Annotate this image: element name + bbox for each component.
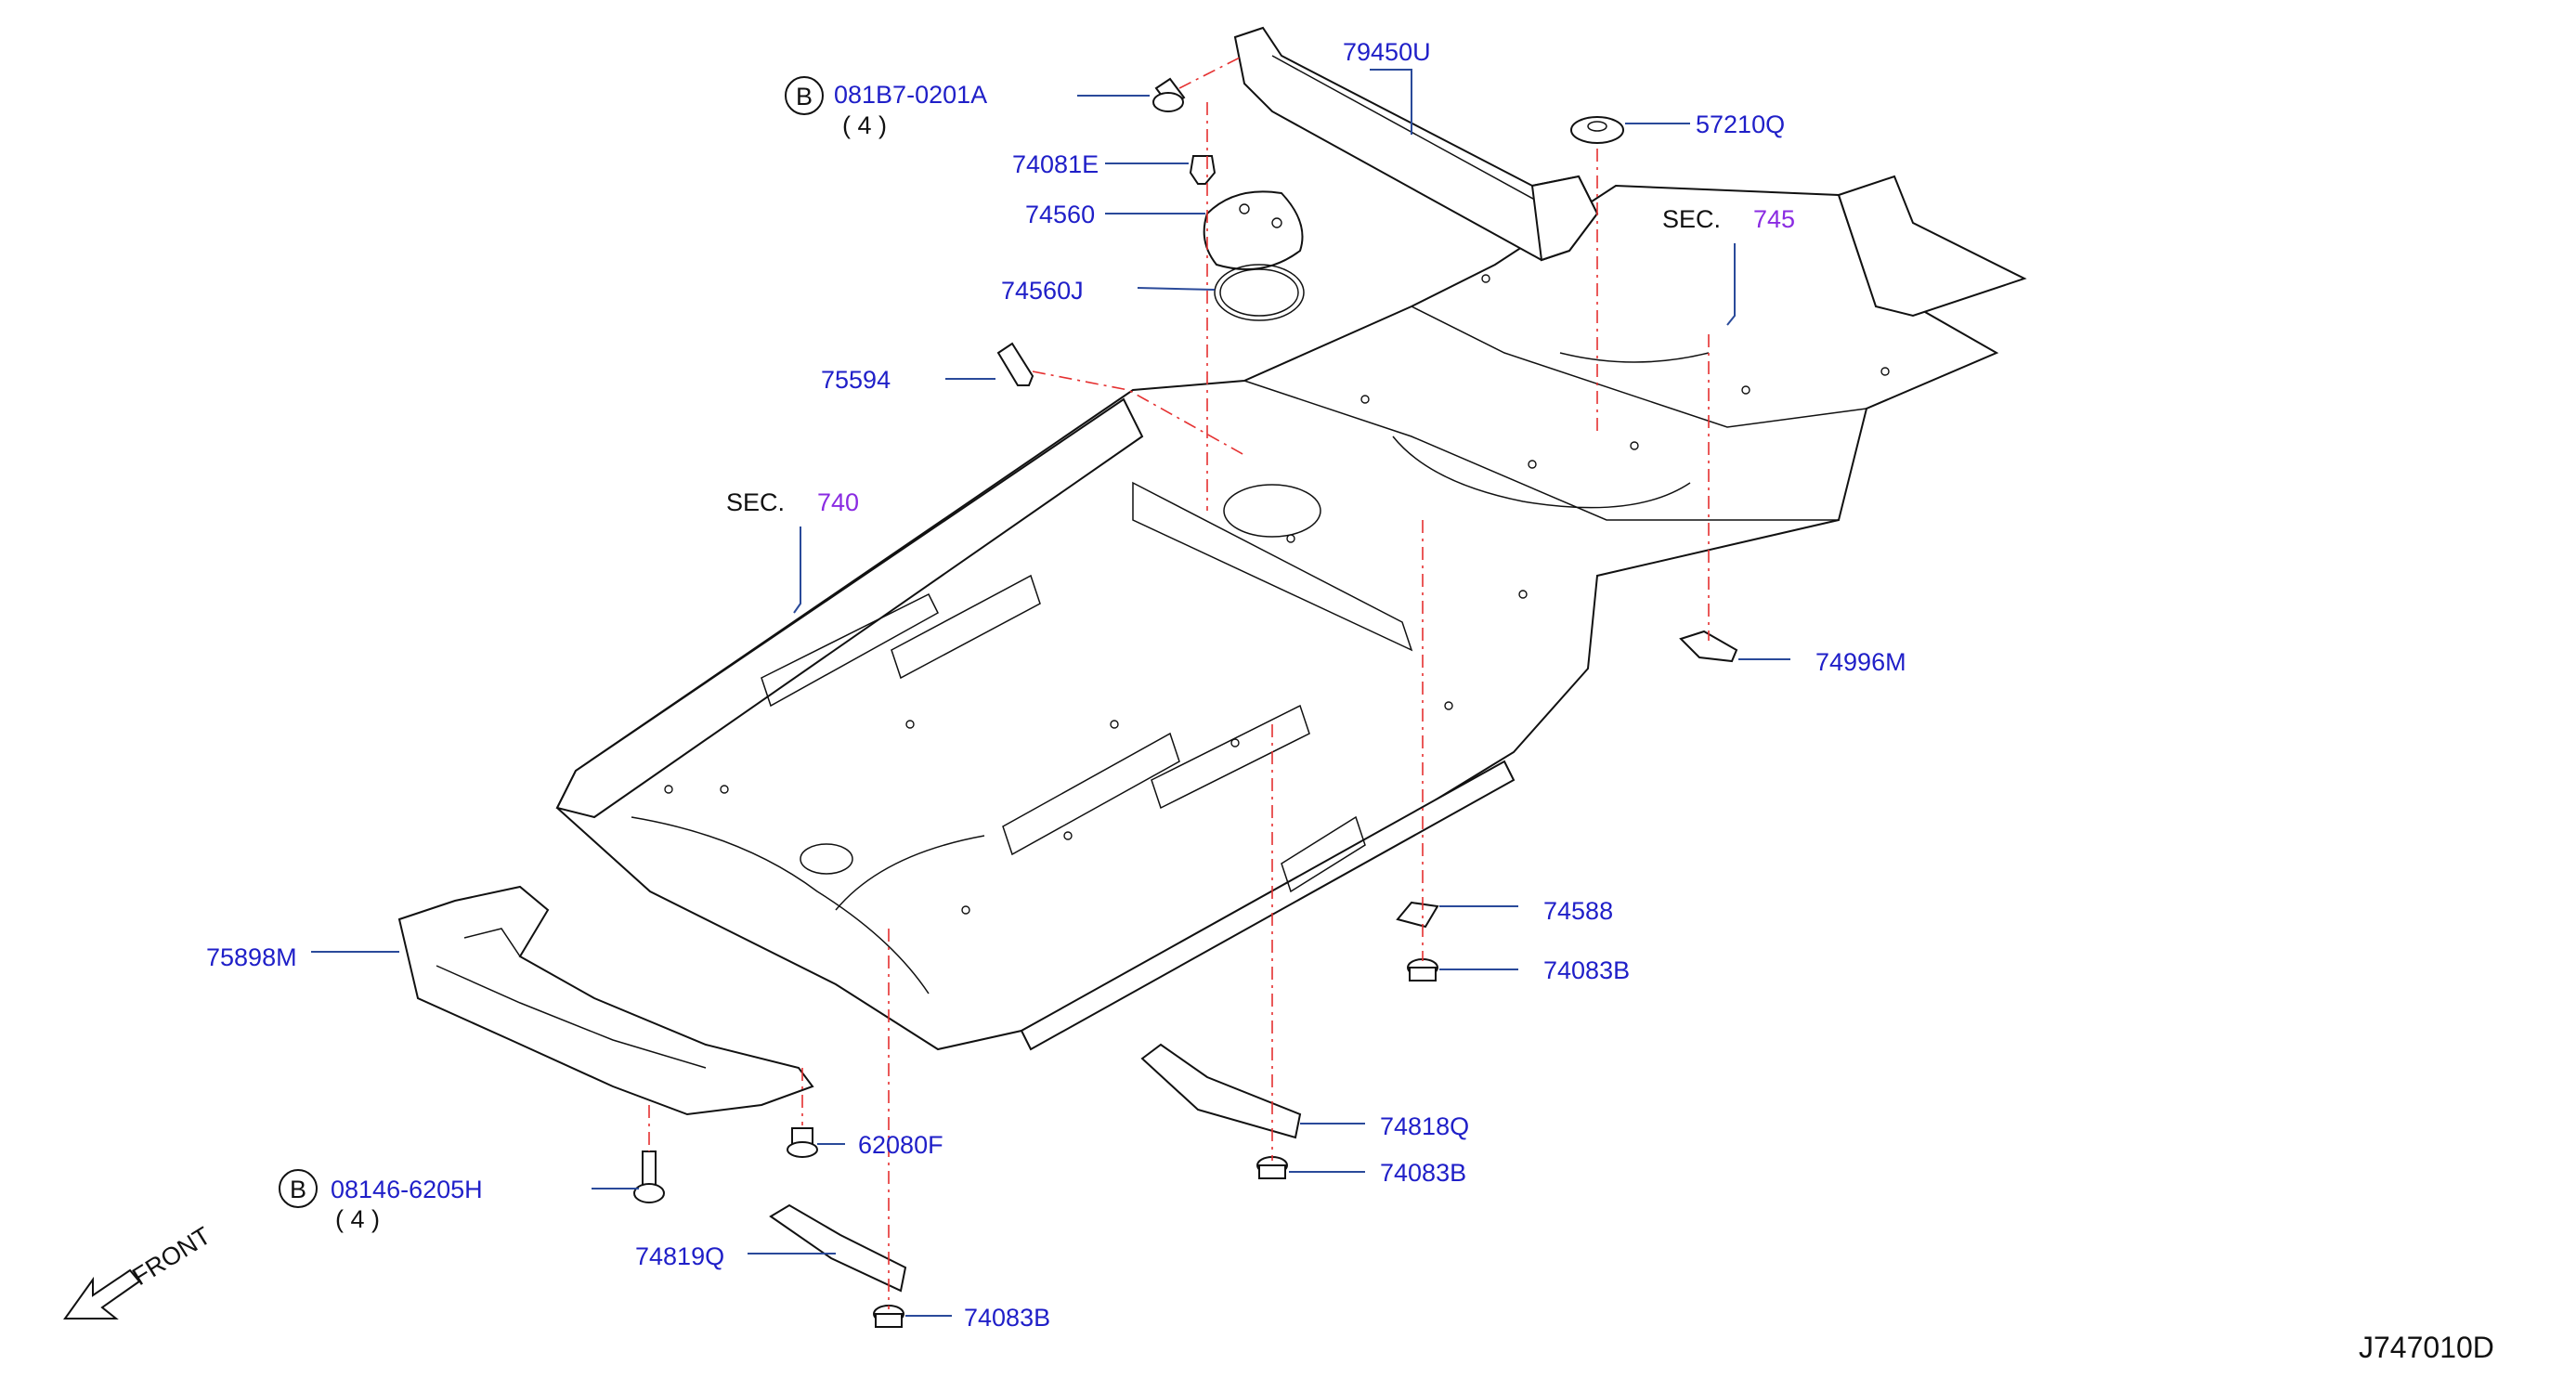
label-74083b-c: 74083B: [964, 1304, 1050, 1332]
clip-74081e: [1189, 155, 1216, 185]
diagram-reference: J747010D: [2359, 1331, 2494, 1364]
b-marker-1-text: B: [796, 83, 813, 110]
bolt-08146: [633, 1150, 665, 1203]
panel-holes: [664, 274, 1890, 915]
label-75594: 75594: [821, 366, 891, 394]
b-marker-1: B: [785, 76, 824, 115]
b-marker-2-text: B: [290, 1176, 306, 1203]
assembly-centerlines: [648, 57, 1710, 1309]
nut-74083b-c: [873, 1305, 904, 1328]
label-sec-745-number: 745: [1753, 205, 1795, 233]
label-75898m: 75898M: [206, 943, 297, 971]
label-081b7-qty: ( 4 ): [842, 111, 887, 139]
label-62080f: 62080F: [858, 1131, 943, 1159]
bracket-74588: [1396, 901, 1439, 929]
label-74818q: 74818Q: [1380, 1112, 1469, 1140]
label-57210q: 57210Q: [1696, 110, 1785, 138]
label-sec-740-prefix: SEC.: [726, 488, 785, 516]
label-sec-745-prefix: SEC.: [1662, 205, 1721, 233]
bracket-74996m: [1679, 630, 1738, 663]
b-marker-2: B: [279, 1169, 318, 1208]
label-74560: 74560: [1025, 201, 1095, 228]
label-74083b-a: 74083B: [1543, 956, 1630, 984]
front-label: FRONT: [127, 1221, 215, 1291]
label-74819q: 74819Q: [635, 1242, 724, 1270]
label-74588: 74588: [1543, 897, 1613, 925]
front-arrow-icon: [63, 1268, 141, 1320]
seal-74560j: [1214, 264, 1305, 321]
label-74081e: 74081E: [1012, 150, 1099, 178]
cover-74560: [1203, 190, 1304, 270]
stay-74819q: [769, 1203, 907, 1293]
plug-75594: [996, 342, 1034, 386]
label-74083b-b: 74083B: [1380, 1159, 1466, 1187]
leader-lines: [311, 69, 1790, 1317]
front-direction-indicator: FRONT: [63, 1221, 215, 1320]
label-74560j: 74560J: [1001, 277, 1084, 305]
nut-74083b-a: [1407, 958, 1438, 982]
label-74996m: 74996M: [1815, 648, 1906, 676]
label-08146-qty: ( 4 ): [335, 1205, 380, 1233]
label-sec-740-number: 740: [817, 488, 859, 516]
label-08146-6205h: 08146-6205H: [331, 1176, 483, 1203]
floor-panel-assembly: [555, 175, 2027, 1051]
clip-62080f: [787, 1127, 818, 1158]
label-79450u: 79450U: [1343, 38, 1431, 66]
undercover-75898m: [397, 885, 814, 1116]
stay-74818q: [1140, 1043, 1302, 1139]
bolt-081b7: [1152, 77, 1186, 112]
part-labels: 081B7-0201A ( 4 ) 79450U 74081E 74560 74…: [206, 38, 1906, 1332]
grommet-57210q: [1570, 116, 1624, 144]
label-081b7-0201a: 081B7-0201A: [834, 81, 987, 109]
